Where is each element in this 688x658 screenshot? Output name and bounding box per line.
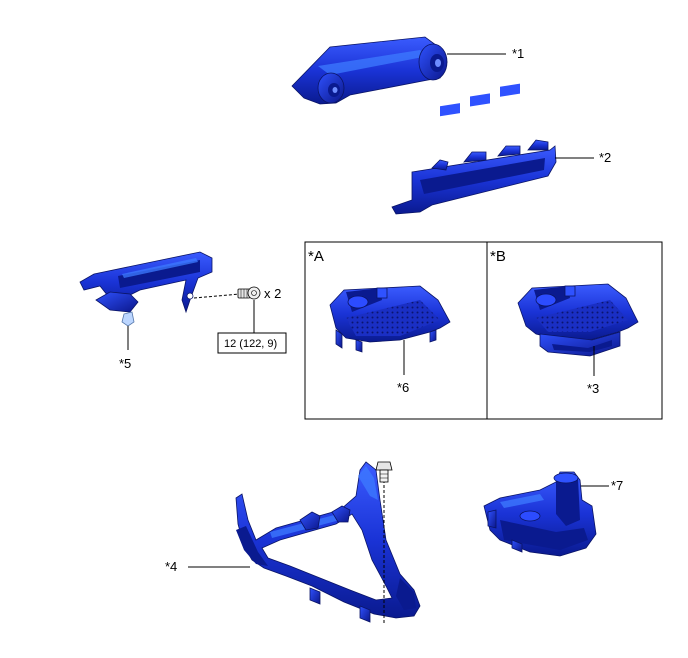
bolt-icon bbox=[237, 286, 261, 300]
torque-box bbox=[217, 332, 287, 354]
variant-frame: *A *B bbox=[304, 241, 663, 420]
callout-1: *1 bbox=[512, 46, 524, 61]
bolt-quantity: x 2 bbox=[264, 286, 281, 301]
screw-icon bbox=[375, 461, 393, 625]
part-7-shift-housing: *7 bbox=[483, 471, 623, 557]
torque-value: 12 (122, 9) bbox=[224, 338, 277, 350]
box-b-label: *B bbox=[490, 248, 506, 265]
part-5-bracket: *5 bbox=[79, 251, 213, 371]
part-2-switch-panel: *2 bbox=[391, 83, 611, 215]
callout-3: *3 bbox=[587, 381, 599, 396]
part-4-console-bezel: *4 bbox=[165, 461, 421, 623]
callout-7: *7 bbox=[611, 478, 623, 493]
part-6-tray-a: *6 bbox=[329, 285, 451, 395]
bolt-group: x 2 12 (122, 9) bbox=[193, 286, 287, 354]
callout-5: *5 bbox=[119, 356, 131, 371]
part-1-knob-module: *1 bbox=[291, 36, 524, 105]
callout-6: *6 bbox=[397, 380, 409, 395]
knob-left bbox=[317, 72, 345, 104]
part-3-tray-b: *3 bbox=[517, 283, 639, 396]
callout-4: *4 bbox=[165, 559, 177, 574]
knob-right bbox=[418, 43, 448, 81]
callout-2: *2 bbox=[599, 150, 611, 165]
box-a-label: *A bbox=[308, 248, 324, 265]
